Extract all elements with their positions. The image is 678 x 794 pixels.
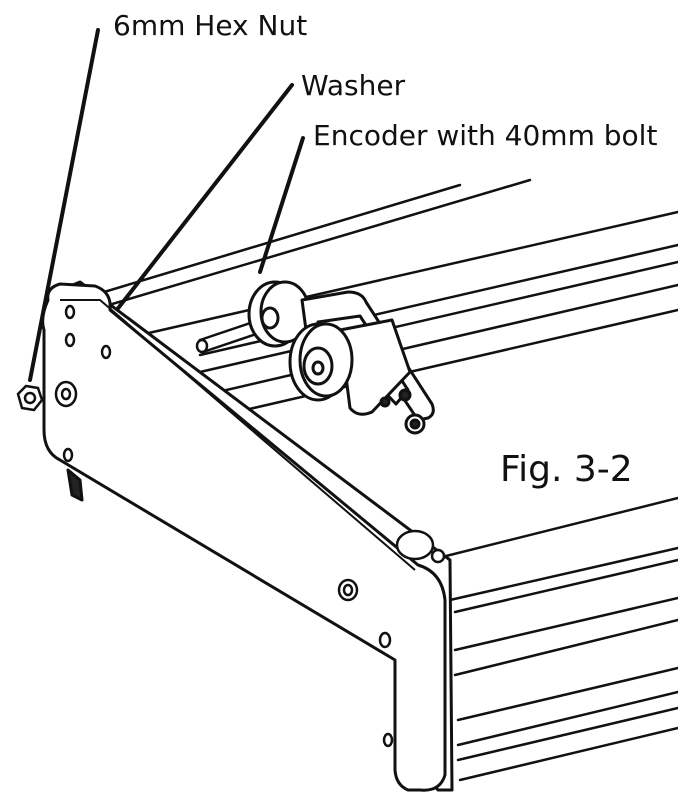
washer-icon [54, 380, 78, 408]
washer-label: Washer [301, 69, 406, 102]
figure-caption: Fig. 3-2 [500, 449, 633, 490]
hex-nut-icon [16, 384, 44, 412]
end-plate [41, 280, 454, 792]
lower-bolt [395, 529, 446, 564]
rail-extrusions [82, 178, 678, 782]
encoder-wheel-front [288, 322, 354, 402]
encoder-label: Encoder with 40mm bolt [313, 119, 658, 152]
plate-holes [62, 304, 394, 748]
hex-nut-label: 6mm Hex Nut [113, 9, 308, 42]
leader-encoder [258, 136, 305, 274]
